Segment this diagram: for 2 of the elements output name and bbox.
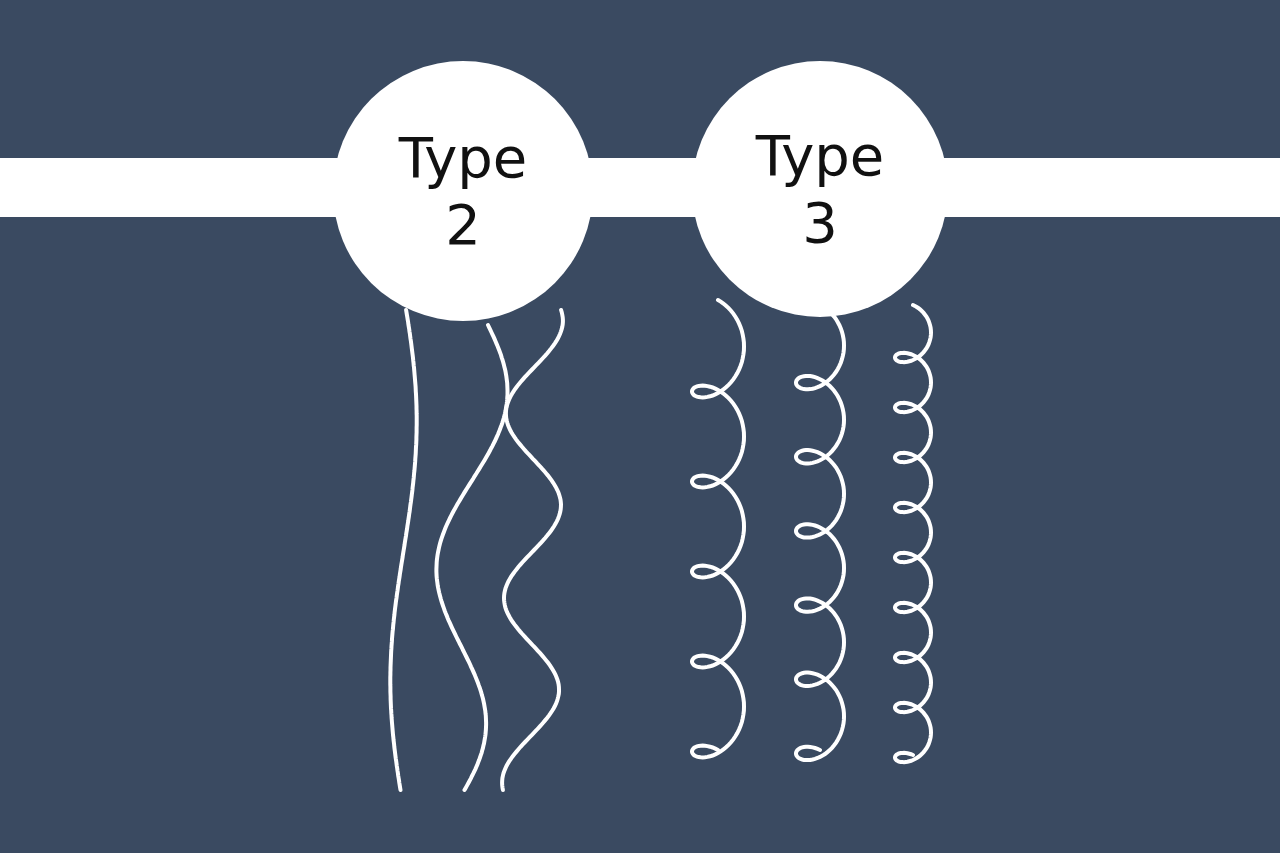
type-label: Type 2 (397, 123, 529, 259)
type-label: Type 3 (754, 121, 886, 257)
